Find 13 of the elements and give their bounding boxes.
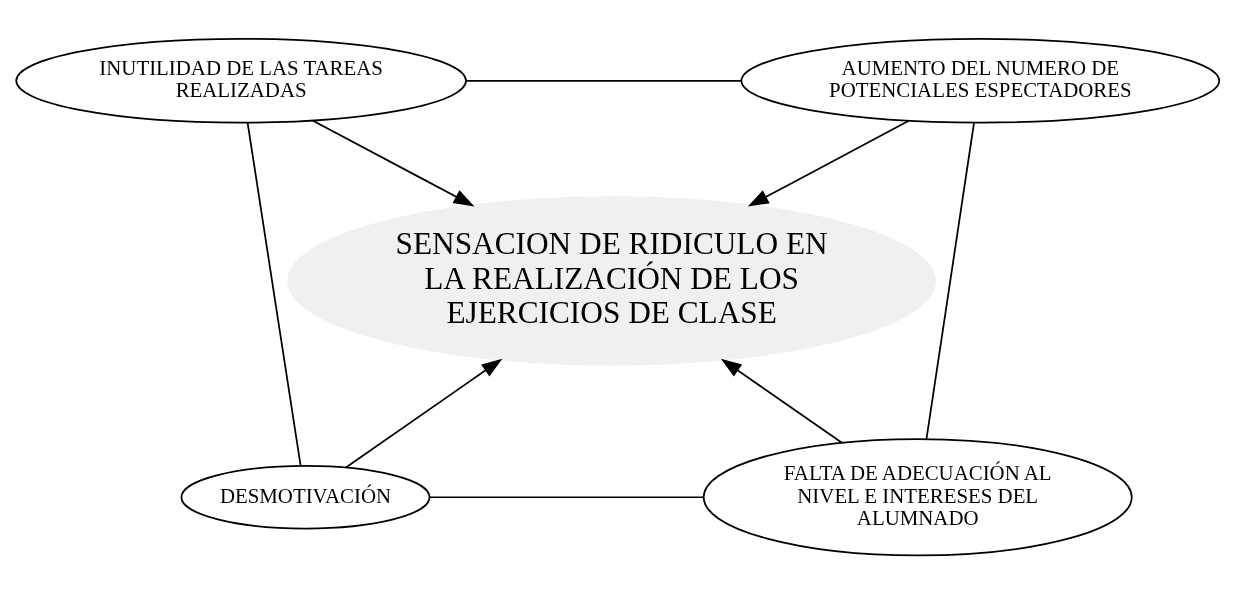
arrow: [345, 358, 503, 468]
node-ellipse: AUMENTO DEL NUMERO DE POTENCIALES ESPECTADORES: [740, 37, 1221, 124]
connector: [429, 495, 705, 498]
arrow: [720, 358, 844, 444]
arrow: [311, 119, 475, 206]
node-ellipse: FALTA DE ADECUACIÓN AL NIVEL E INTERESES DEL ALUMNADO: [702, 437, 1133, 556]
connector: [246, 121, 302, 466]
arrow: [747, 119, 910, 207]
node-ellipse: DESMOTIVACIÓN: [180, 464, 431, 529]
connector: [465, 79, 743, 82]
node-ellipse: SENSACION DE RIDICULO EN LA REALIZACIÓN DE LOS EJERCICIOS DE CLASE: [287, 195, 936, 366]
node-ellipse: INUTILIDAD DE LAS TAREAS REALIZADAS: [15, 37, 467, 124]
connector: [925, 121, 975, 440]
